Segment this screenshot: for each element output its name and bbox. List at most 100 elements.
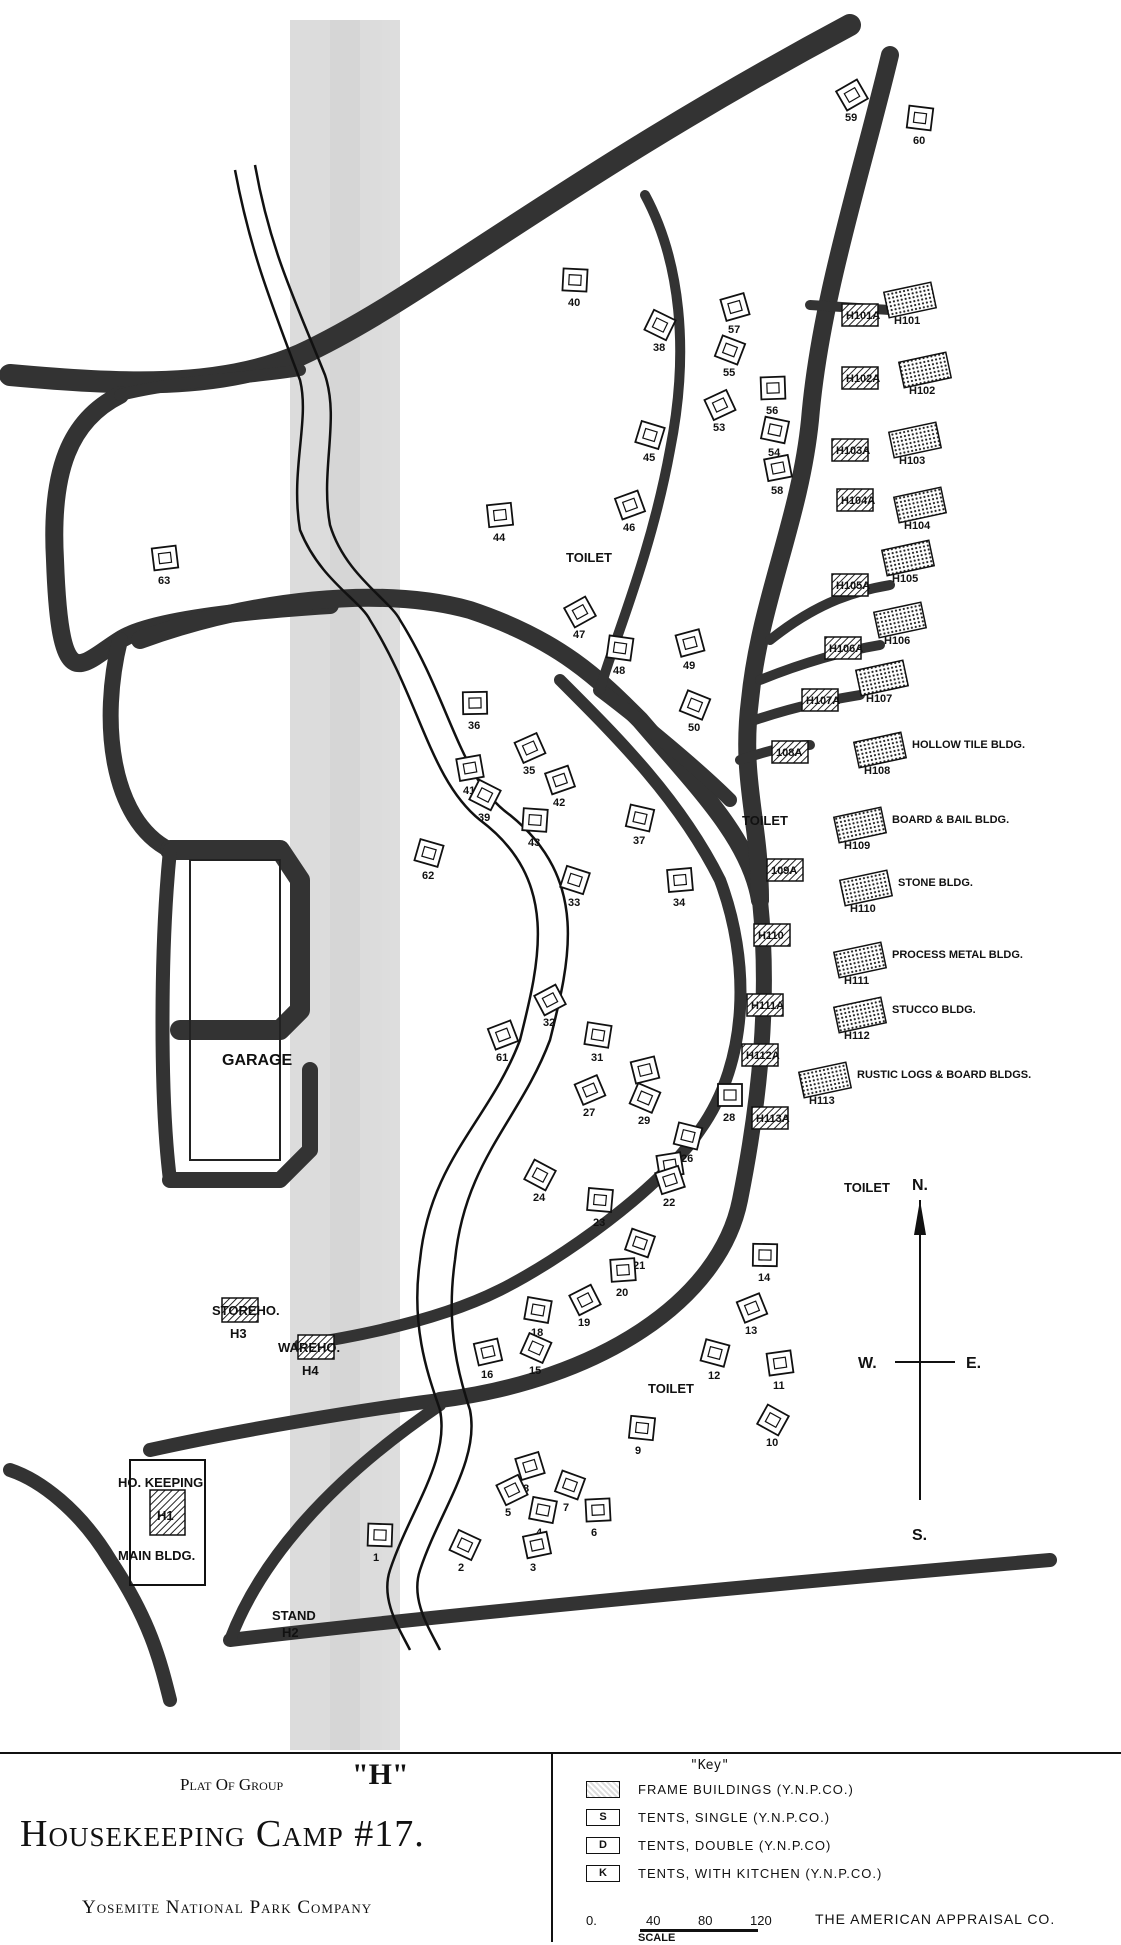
tent: 8 bbox=[514, 1450, 546, 1495]
tent: 13 bbox=[735, 1292, 769, 1337]
tent: 62 bbox=[413, 838, 445, 882]
warehouse-label: WAREHO. bbox=[278, 1340, 340, 1355]
tent: 42 bbox=[543, 764, 577, 809]
plat-group: "H" bbox=[352, 1758, 409, 1791]
housekeeping-main: HO. KEEPING H1 MAIN BLDG. bbox=[118, 1459, 206, 1586]
frame-building: H105 bbox=[880, 539, 936, 585]
tent: 57 bbox=[719, 292, 751, 336]
tent: 12 bbox=[699, 1338, 731, 1382]
tent: 32 bbox=[533, 983, 567, 1029]
loop-west-lower bbox=[102, 632, 178, 858]
frame-building-id: H112 bbox=[844, 1030, 870, 1042]
garage-drive bbox=[160, 840, 310, 1040]
sub-building: H103A bbox=[831, 438, 870, 462]
toilets: TOILET TOILET TOILET TOILET bbox=[566, 550, 890, 1396]
frame-building: H101 bbox=[882, 281, 938, 327]
east-spur bbox=[593, 683, 737, 807]
tent: 54 bbox=[759, 415, 791, 459]
tent-number: 63 bbox=[158, 575, 170, 587]
central-road bbox=[131, 588, 769, 909]
sub-building: 108A bbox=[771, 740, 809, 764]
tent-number: 39 bbox=[478, 812, 490, 824]
frame-building-note: PROCESS METAL BLDG. bbox=[892, 949, 1023, 961]
compass-west: W. bbox=[858, 1355, 877, 1372]
frame-building-id: H108 bbox=[864, 765, 890, 777]
company-name: Yosemite National Park Company bbox=[82, 1897, 373, 1918]
sub-building: H105A bbox=[831, 573, 870, 597]
toilet-label-1: TOILET bbox=[566, 550, 612, 565]
storehouse: STOREHO. H3 bbox=[212, 1297, 280, 1341]
frame-building-note: STONE BLDG. bbox=[898, 877, 973, 889]
tent: 28 bbox=[717, 1083, 743, 1124]
tent-number: 22 bbox=[663, 1197, 675, 1209]
title-divider bbox=[551, 1752, 553, 1942]
toilet-label-3: TOILET bbox=[844, 1180, 890, 1195]
tent: 9 bbox=[627, 1414, 657, 1457]
tent-number: 62 bbox=[422, 870, 434, 882]
tent-number: 56 bbox=[766, 405, 778, 417]
tent-number: 23 bbox=[593, 1217, 605, 1229]
frame-building-id: H113 bbox=[809, 1095, 835, 1107]
sub-building-id: H113A bbox=[756, 1113, 790, 1125]
sub-building: 109A bbox=[766, 858, 804, 882]
tent-number: 1 bbox=[373, 1552, 379, 1564]
bottom-edge-road bbox=[223, 1553, 1057, 1647]
sub-building-id: H105A bbox=[836, 580, 870, 592]
sub-building-id: H103A bbox=[836, 445, 870, 457]
frame-building-note: HOLLOW TILE BLDG. bbox=[912, 739, 1025, 751]
tent: 23 bbox=[586, 1187, 614, 1229]
single-tent-swatch: S bbox=[586, 1808, 620, 1826]
tent-number: 8 bbox=[523, 1483, 529, 1495]
tent-number: 48 bbox=[613, 665, 625, 677]
west-curve bbox=[114, 364, 306, 401]
frame-building: H112 STUCCO BLDG. bbox=[832, 996, 976, 1042]
tent: 14 bbox=[751, 1242, 779, 1284]
tent-number: 27 bbox=[583, 1107, 595, 1119]
sub-building: H106A bbox=[824, 636, 863, 660]
stand-label: STAND bbox=[272, 1608, 316, 1623]
tent: 7 bbox=[553, 1469, 587, 1514]
tent-number: 46 bbox=[623, 522, 635, 534]
tent-number: 14 bbox=[758, 1272, 771, 1284]
frame-building-id: H103 bbox=[899, 455, 925, 467]
frame-swatch bbox=[586, 1780, 620, 1798]
far-west-road bbox=[3, 1463, 177, 1707]
warehouse-id: H4 bbox=[302, 1363, 319, 1378]
tent: 49 bbox=[674, 628, 706, 672]
tent-number: 6 bbox=[591, 1527, 597, 1539]
tent-number: 47 bbox=[573, 629, 585, 641]
frame-building-note: BOARD & BAIL BLDG. bbox=[892, 814, 1009, 826]
tent-number: 12 bbox=[708, 1370, 720, 1382]
loop-west-mid bbox=[155, 843, 177, 1187]
tent-number: 36 bbox=[468, 720, 480, 732]
frame-building-id: H111 bbox=[844, 975, 869, 987]
tent: 37 bbox=[624, 803, 656, 847]
tent: 26 bbox=[672, 1121, 704, 1165]
tent-number: 5 bbox=[505, 1507, 511, 1519]
frame-building-note: STUCCO BLDG. bbox=[892, 1004, 976, 1016]
tent-number: 44 bbox=[493, 532, 506, 544]
tent: 34 bbox=[666, 867, 694, 909]
garage-block: GARAGE bbox=[189, 859, 293, 1161]
tent: 38 bbox=[643, 308, 677, 354]
north-east-road bbox=[738, 46, 899, 909]
tent-number: 19 bbox=[578, 1317, 590, 1329]
sub-building-id: H102A bbox=[846, 373, 880, 385]
plat-label: Plat Of Group bbox=[180, 1775, 284, 1794]
toilet-label-2: TOILET bbox=[742, 813, 788, 828]
tent: 35 bbox=[513, 731, 547, 777]
tent-number: 38 bbox=[653, 342, 665, 354]
roads bbox=[0, 14, 1057, 1707]
tent-number: 24 bbox=[533, 1192, 546, 1204]
tent: 6 bbox=[584, 1497, 612, 1539]
tent-number: 34 bbox=[673, 897, 686, 909]
tent: 46 bbox=[613, 489, 647, 534]
tent: 3 bbox=[521, 1530, 553, 1574]
sub-building: H113A bbox=[751, 1106, 790, 1130]
sub-building-id: H104A bbox=[841, 495, 875, 507]
tent-number: 2 bbox=[458, 1562, 464, 1574]
frame-building-id: H106 bbox=[884, 635, 910, 647]
